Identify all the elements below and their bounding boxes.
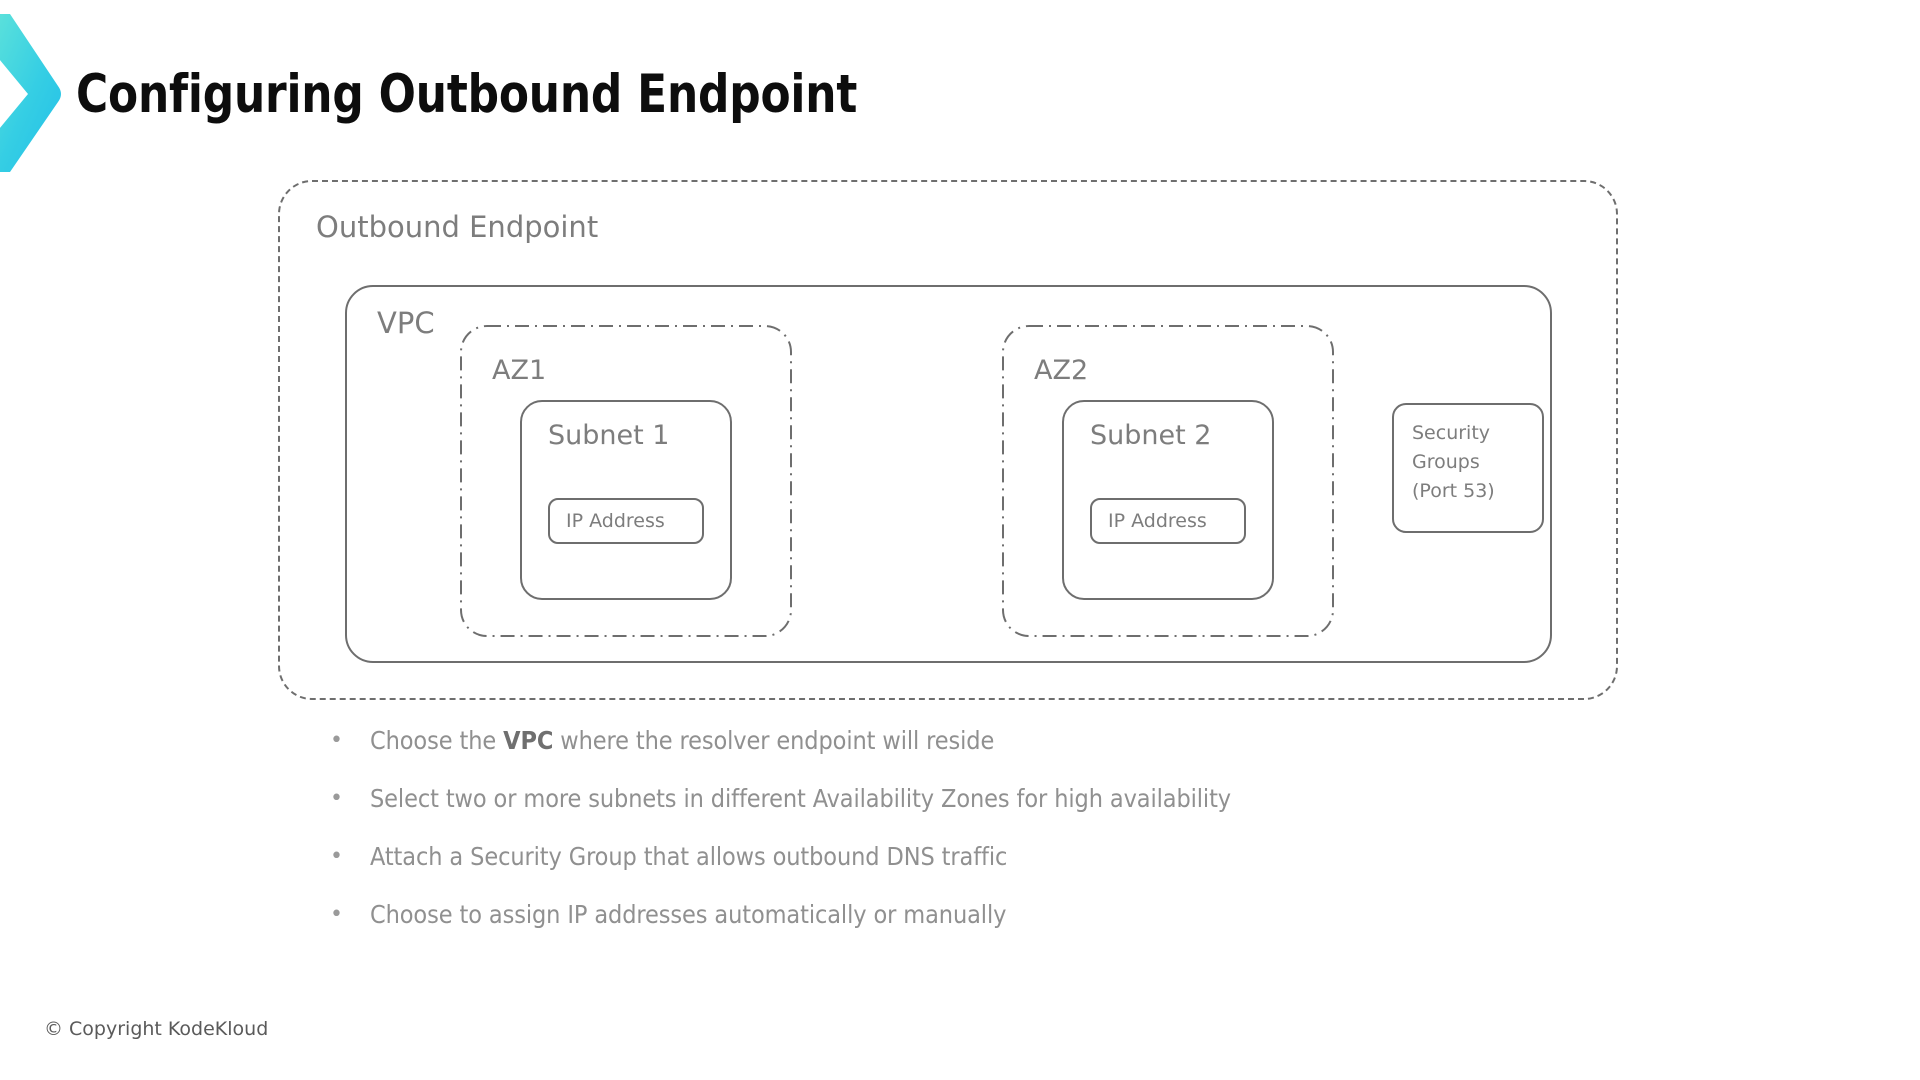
security-groups-label: Security Groups (Port 53) [1412, 422, 1495, 502]
subnet-2-label: Subnet 2 [1090, 420, 1212, 451]
ip-address-2-label: IP Address [1108, 510, 1207, 532]
bullet-text: Choose to assign IP addresses automatica… [370, 900, 1007, 929]
list-item: • Attach a Security Group that allows ou… [330, 840, 1630, 874]
ip-address-1-label: IP Address [566, 510, 665, 532]
vpc-container [345, 285, 1552, 663]
az2-container [1002, 325, 1334, 637]
bullet-marker-icon: • [330, 902, 343, 927]
ip-address-1-box [548, 498, 704, 544]
az1-container [460, 325, 792, 637]
bullet-list: • Choose the VPC where the resolver endp… [330, 724, 1630, 956]
bullet-text: Select two or more subnets in different … [370, 784, 1231, 813]
list-item: • Select two or more subnets in differen… [330, 782, 1630, 816]
az1-label: AZ1 [492, 355, 547, 386]
bullet-marker-icon: • [330, 728, 343, 753]
security-groups-container [1392, 403, 1544, 533]
vpc-label: VPC [377, 306, 435, 340]
az2-label: AZ2 [1034, 355, 1089, 386]
ip-address-2-box [1090, 498, 1246, 544]
outbound-endpoint-container [278, 180, 1618, 700]
subnet-1-container [520, 400, 732, 600]
outbound-endpoint-label: Outbound Endpoint [316, 210, 599, 244]
subnet-1-label: Subnet 1 [548, 420, 670, 451]
bullet-marker-icon: • [330, 844, 343, 869]
subnet-2-container [1062, 400, 1274, 600]
list-item: • Choose to assign IP addresses automati… [330, 898, 1630, 932]
page-title: Configuring Outbound Endpoint [76, 64, 858, 125]
list-item: • Choose the VPC where the resolver endp… [330, 724, 1630, 758]
chevron-logo-icon [0, 14, 61, 172]
bullet-text: Attach a Security Group that allows outb… [370, 842, 1008, 871]
footer-copyright: © Copyright KodeKloud [44, 1018, 269, 1040]
bullet-text: Choose the VPC where the resolver endpoi… [370, 726, 995, 755]
bullet-marker-icon: • [330, 786, 343, 811]
